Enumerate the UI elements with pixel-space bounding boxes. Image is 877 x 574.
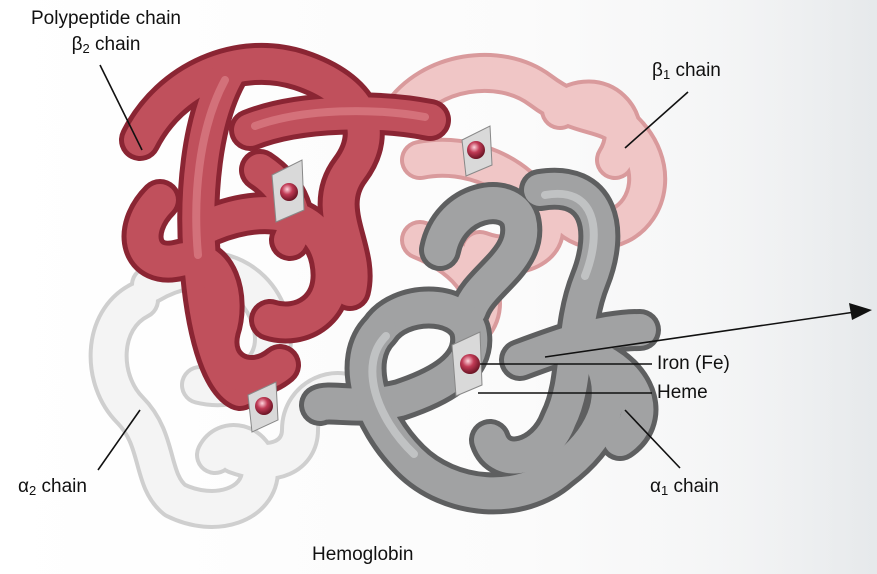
beta1-text: chain — [670, 60, 721, 81]
beta2-subscript: 2 — [83, 41, 90, 56]
beta2-text: chain — [90, 34, 141, 55]
diagram-title: Hemoglobin — [312, 544, 413, 566]
label-heme: Heme — [657, 382, 708, 404]
label-alpha1-chain: α1 chain — [650, 476, 719, 502]
label-beta2-chain: β2 chain — [0, 34, 212, 60]
alpha2-symbol: α — [18, 476, 29, 497]
alpha1-text: chain — [668, 476, 719, 497]
label-polypeptide-chain: Polypeptide chain — [0, 8, 212, 30]
label-alpha2-chain: α2 chain — [18, 476, 87, 502]
alpha1-symbol: α — [650, 476, 661, 497]
label-iron: Iron (Fe) — [657, 353, 730, 375]
alpha2-text: chain — [36, 476, 87, 497]
label-beta1-chain: β1 chain — [652, 60, 721, 86]
beta2-symbol: β — [72, 34, 83, 55]
beta1-symbol: β — [652, 60, 663, 81]
